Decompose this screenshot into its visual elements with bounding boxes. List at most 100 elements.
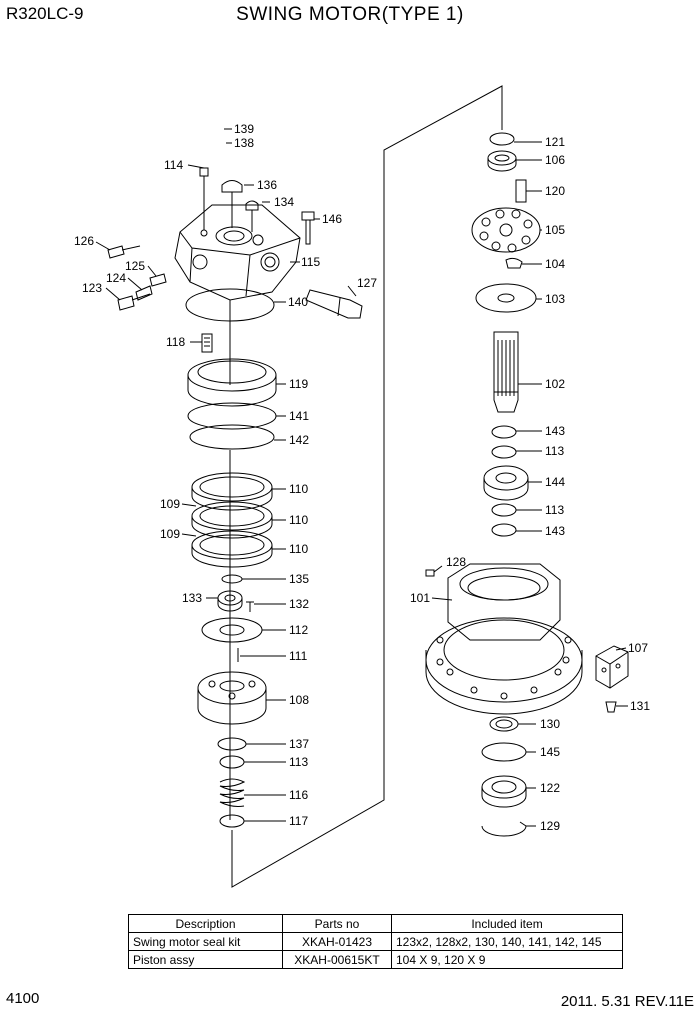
callout-106: 106 xyxy=(545,153,565,167)
snap-ring-143b-drawing xyxy=(491,523,517,537)
part-callouts: 139 138 114 136 134 146 126 115 125 124 … xyxy=(74,122,650,833)
relief-123-drawing xyxy=(117,293,151,311)
ring-137-drawing xyxy=(217,737,247,751)
callout-141: 141 xyxy=(289,409,309,423)
plug-136-drawing xyxy=(221,180,243,228)
callout-135: 135 xyxy=(289,572,309,586)
pin-132-drawing xyxy=(246,601,254,612)
kit-table: Description Parts no Included item Swing… xyxy=(128,914,623,969)
callout-143b: 143 xyxy=(545,524,565,538)
assembly-guide-line xyxy=(231,85,503,888)
table-row: Piston assy XKAH-00615KT 104 X 9, 120 X … xyxy=(128,950,623,969)
row-parts-no: XKAH-00615KT xyxy=(282,950,392,969)
callout-136: 136 xyxy=(257,178,277,192)
block-107-drawing xyxy=(595,645,629,689)
ring-121-drawing xyxy=(489,132,515,146)
callout-133: 133 xyxy=(182,591,202,605)
callout-120: 120 xyxy=(545,184,565,198)
callout-110b: 110 xyxy=(289,513,308,527)
model-label: R320LC-9 xyxy=(6,4,84,23)
plates-drawing xyxy=(191,472,273,568)
shoe-104-drawing xyxy=(505,257,523,269)
callout-109a: 109 xyxy=(160,497,180,511)
relief-124-drawing xyxy=(135,285,153,301)
callout-140: 140 xyxy=(288,295,308,309)
bolt-128-drawing xyxy=(425,569,435,577)
callout-110a: 110 xyxy=(289,482,308,496)
callout-143a: 143 xyxy=(545,424,565,438)
callout-105: 105 xyxy=(545,223,565,237)
bolt-146-drawing xyxy=(301,211,315,245)
callout-123: 123 xyxy=(82,281,102,295)
callout-127: 127 xyxy=(357,276,377,290)
callout-144: 144 xyxy=(545,475,565,489)
washer-117-drawing xyxy=(219,814,245,828)
callout-116: 116 xyxy=(289,788,308,802)
bearing-144-drawing xyxy=(483,465,529,501)
page-number: 4100 xyxy=(6,990,40,1007)
callout-145: 145 xyxy=(540,745,560,759)
callout-103: 103 xyxy=(545,292,565,306)
callout-126: 126 xyxy=(74,234,94,248)
drive-shaft-102-drawing xyxy=(493,331,519,413)
callout-124: 124 xyxy=(106,271,126,285)
callout-128: 128 xyxy=(446,555,466,569)
piston-120-drawing xyxy=(515,179,527,203)
callout-137: 137 xyxy=(289,737,309,751)
plug-114-drawing xyxy=(199,167,209,230)
kit-table-header: Description Parts no Included item xyxy=(128,914,623,933)
snap-ring-143a-drawing xyxy=(491,425,517,439)
washer-113c-drawing xyxy=(491,503,517,517)
callout-113b: 113 xyxy=(545,444,564,458)
row-parts-no: XKAH-01423 xyxy=(282,932,392,951)
revision-date: 2011. 5.31 REV.11E xyxy=(560,993,694,1010)
callout-138: 138 xyxy=(234,136,254,150)
callout-121: 121 xyxy=(545,135,565,149)
callout-129: 129 xyxy=(540,819,560,833)
callout-114: 114 xyxy=(164,158,183,172)
snap-ring-129-drawing xyxy=(481,821,527,837)
casing-101-drawing xyxy=(425,563,583,715)
page-title: SWING MOTOR(TYPE 1) xyxy=(236,4,464,25)
row-description: Swing motor seal kit xyxy=(128,932,283,951)
callout-102: 102 xyxy=(545,377,565,391)
row-description: Piston assy xyxy=(128,950,283,969)
callout-113a: 113 xyxy=(289,755,308,769)
callout-117: 117 xyxy=(289,814,308,828)
oil-seal-130-drawing xyxy=(489,716,519,732)
col-parts-no: Parts no xyxy=(282,914,392,933)
callout-134: 134 xyxy=(274,195,294,209)
leader-lines xyxy=(95,128,628,827)
callout-118: 118 xyxy=(166,335,185,349)
spring-116-drawing xyxy=(219,778,246,807)
callout-115: 115 xyxy=(301,255,320,269)
plate-112-drawing xyxy=(201,617,263,643)
callout-119: 119 xyxy=(289,377,308,391)
col-description: Description xyxy=(128,914,283,933)
callout-110c: 110 xyxy=(289,542,308,556)
callout-139: 139 xyxy=(234,122,254,136)
callout-101: 101 xyxy=(410,591,430,605)
row-included-item: 104 X 9, 120 X 9 xyxy=(391,950,623,969)
callout-108: 108 xyxy=(289,693,309,707)
spring-118-drawing xyxy=(201,333,213,353)
callout-113c: 113 xyxy=(545,503,564,517)
row-included-item: 123x2, 128x2, 130, 140, 141, 142, 145 xyxy=(391,932,623,951)
valve-plate-119-drawing xyxy=(187,358,277,407)
callout-122: 122 xyxy=(540,781,560,795)
callout-112: 112 xyxy=(289,623,308,637)
callout-132: 132 xyxy=(289,597,309,611)
bearing-122-drawing xyxy=(481,775,527,808)
cylinder-block-108-drawing xyxy=(197,671,267,725)
callout-109b: 109 xyxy=(160,527,180,541)
shaft-127-drawing xyxy=(305,289,363,319)
callout-111: 111 xyxy=(289,649,308,663)
callout-130: 130 xyxy=(540,717,560,731)
bearing-106-drawing xyxy=(487,150,517,172)
callout-142: 142 xyxy=(289,433,309,447)
oring-142-drawing xyxy=(189,424,275,450)
plug-131-drawing xyxy=(605,701,617,713)
relief-126-drawing xyxy=(107,245,141,259)
callout-131: 131 xyxy=(630,699,650,713)
